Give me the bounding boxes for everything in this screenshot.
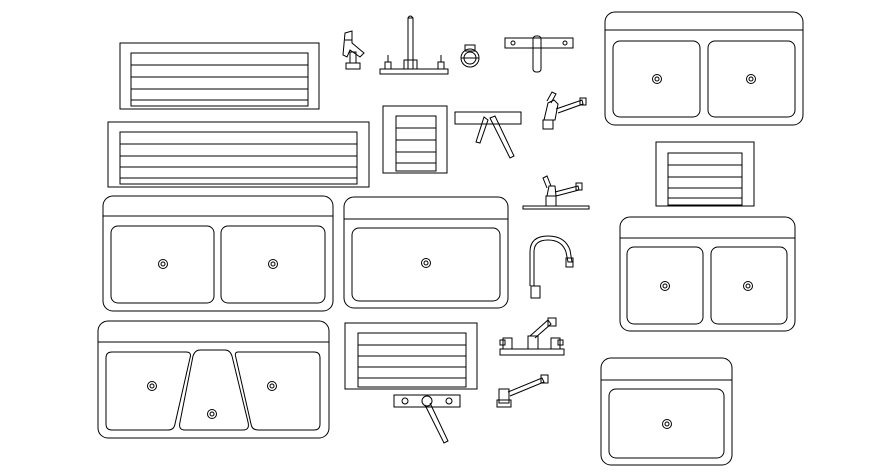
sprayer-faucet xyxy=(342,30,365,70)
gooseneck-faucet xyxy=(529,235,574,299)
deck-faucet-tall xyxy=(379,15,449,75)
wall-lever-faucet xyxy=(496,374,549,408)
bar-lever-faucet xyxy=(454,111,522,159)
triple-bowl-sink xyxy=(97,320,330,439)
vent-grille-bottom-center xyxy=(344,322,478,390)
double-bowl-sink-top-right xyxy=(604,11,804,126)
vent-grille-small xyxy=(382,105,448,174)
wall-faucet xyxy=(504,35,574,73)
three-handle-faucet xyxy=(499,317,565,356)
vent-grille-top-left xyxy=(119,42,320,110)
deck-lever-faucet xyxy=(522,175,590,210)
double-bowl-sink-right xyxy=(619,216,796,332)
vent-grille-wide xyxy=(107,121,370,188)
strainer xyxy=(460,44,480,68)
single-bowl-sink-center xyxy=(343,196,509,309)
bar-faucet-bottom xyxy=(393,394,461,444)
double-bowl-sink-left xyxy=(102,195,334,312)
lever-faucet xyxy=(542,91,587,130)
vent-grille-right xyxy=(655,141,755,207)
single-bowl-sink-bottom-right xyxy=(600,357,733,466)
